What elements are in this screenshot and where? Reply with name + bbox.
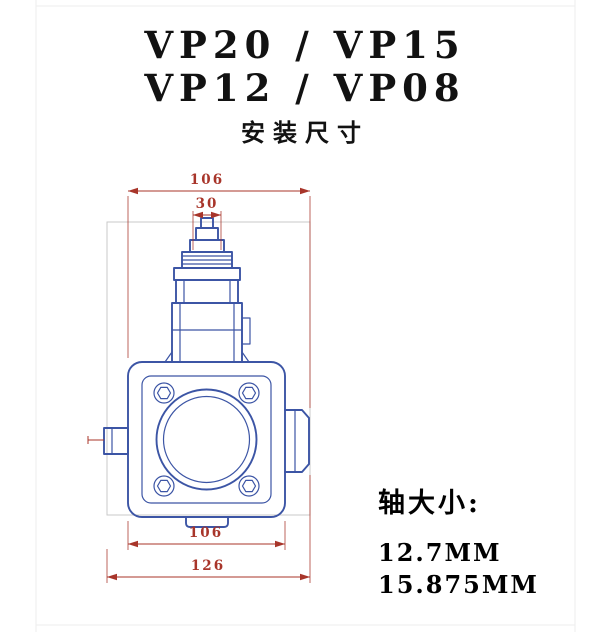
mounting-flange xyxy=(141,375,272,504)
center-bore-outer-circle xyxy=(155,388,258,491)
lock-nut xyxy=(181,251,233,269)
dim-overall-width: 126 xyxy=(106,475,311,583)
pump-drawing xyxy=(103,217,310,528)
dim-label-adjuster-width: 30 xyxy=(196,196,219,212)
product-title-line-1: VP20 / VP15 xyxy=(144,23,466,67)
subtitle-mounting-dimensions: 安装尺寸 xyxy=(241,118,369,148)
left-port xyxy=(103,427,129,455)
left-port-mark xyxy=(87,436,104,444)
dim-adjuster-width: 30 xyxy=(192,196,222,250)
shaft-size-label: 轴大小: xyxy=(378,488,481,519)
center-bore-inner-circle xyxy=(162,395,251,484)
right-port xyxy=(284,409,310,473)
dim-label-overall-width: 126 xyxy=(191,558,225,574)
valve-bonnet xyxy=(175,279,239,304)
valve-side-step xyxy=(241,317,251,345)
shaft-size-option-2: 15.875MM xyxy=(378,570,539,600)
dim-label-body-width: 106 xyxy=(189,525,223,541)
product-title-line-2: VP12 / VP08 xyxy=(144,65,466,110)
title-block: VP20 / VP15 VP12 / VP08 安装尺寸 xyxy=(0,24,610,148)
adjust-cap xyxy=(195,227,219,241)
valve-housing xyxy=(164,302,250,363)
dimensions: 106 30 106 126 xyxy=(87,172,311,583)
shaft-size-option-1: 12.7MM xyxy=(378,538,502,567)
bolt-hole-top-right xyxy=(238,382,260,404)
page-border xyxy=(35,0,576,632)
bolt-hole-top-left xyxy=(153,382,175,404)
valve-flange xyxy=(173,267,241,281)
bolt-hole-bottom-left xyxy=(153,475,175,497)
dim-body-width: 106 xyxy=(127,521,286,550)
dim-top-width: 106 xyxy=(127,172,311,408)
bolt-hole-bottom-right xyxy=(238,475,260,497)
shaft-size-block: 轴大小: 12.7MM 15.875MM xyxy=(378,481,539,602)
adjust-nut xyxy=(189,239,225,253)
pump-body xyxy=(127,361,286,518)
overall-bounding-box xyxy=(106,221,311,516)
dim-label-top-width: 106 xyxy=(190,172,224,188)
bottom-tab xyxy=(185,516,229,528)
adjust-screw-top xyxy=(200,217,214,229)
